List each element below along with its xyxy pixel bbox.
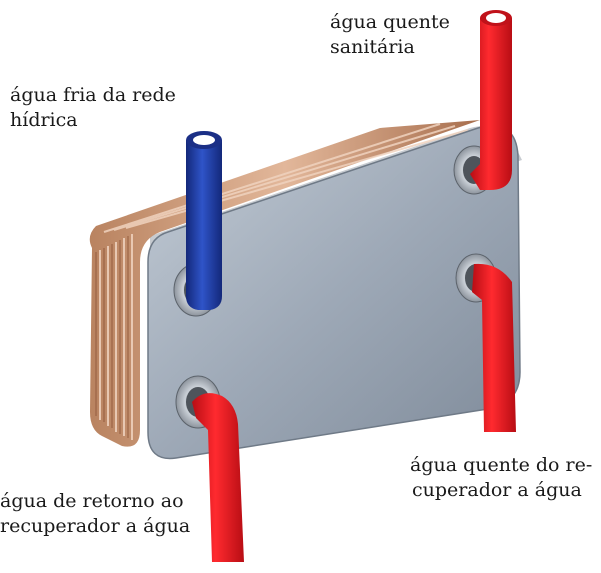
hot-water-outlet-label-line1: água quente	[330, 11, 450, 33]
cold-water-inlet-label-line1: água fria da rede	[10, 84, 176, 106]
hot-water-outlet-label: água quente sanitária	[330, 10, 450, 60]
return-to-recuperator-label-line1: água de retorno ao	[0, 490, 184, 512]
cold-water-pipe	[186, 131, 222, 310]
return-to-recuperator-label: água de retorno ao recuperador a água	[0, 489, 190, 539]
hot-water-from-recuperator-pipe	[472, 263, 516, 432]
return-to-recuperator-pipe	[192, 393, 244, 562]
hot-water-outlet-pipe	[470, 10, 512, 190]
return-to-recuperator-label-line2: recuperador a água	[0, 515, 191, 537]
cold-water-inlet-label-line2: hídrica	[10, 109, 78, 131]
hot-water-outlet-label-line2: sanitária	[330, 36, 415, 58]
hot-water-from-recuperator-label-line1: água quente do re-	[410, 454, 593, 476]
hot-water-from-recuperator-label-line2: cuperador a água	[412, 479, 582, 501]
hot-water-from-recuperator-label: água quente do re- cuperador a água	[410, 453, 592, 503]
cold-water-inlet-label: água fria da rede hídrica	[10, 83, 176, 133]
